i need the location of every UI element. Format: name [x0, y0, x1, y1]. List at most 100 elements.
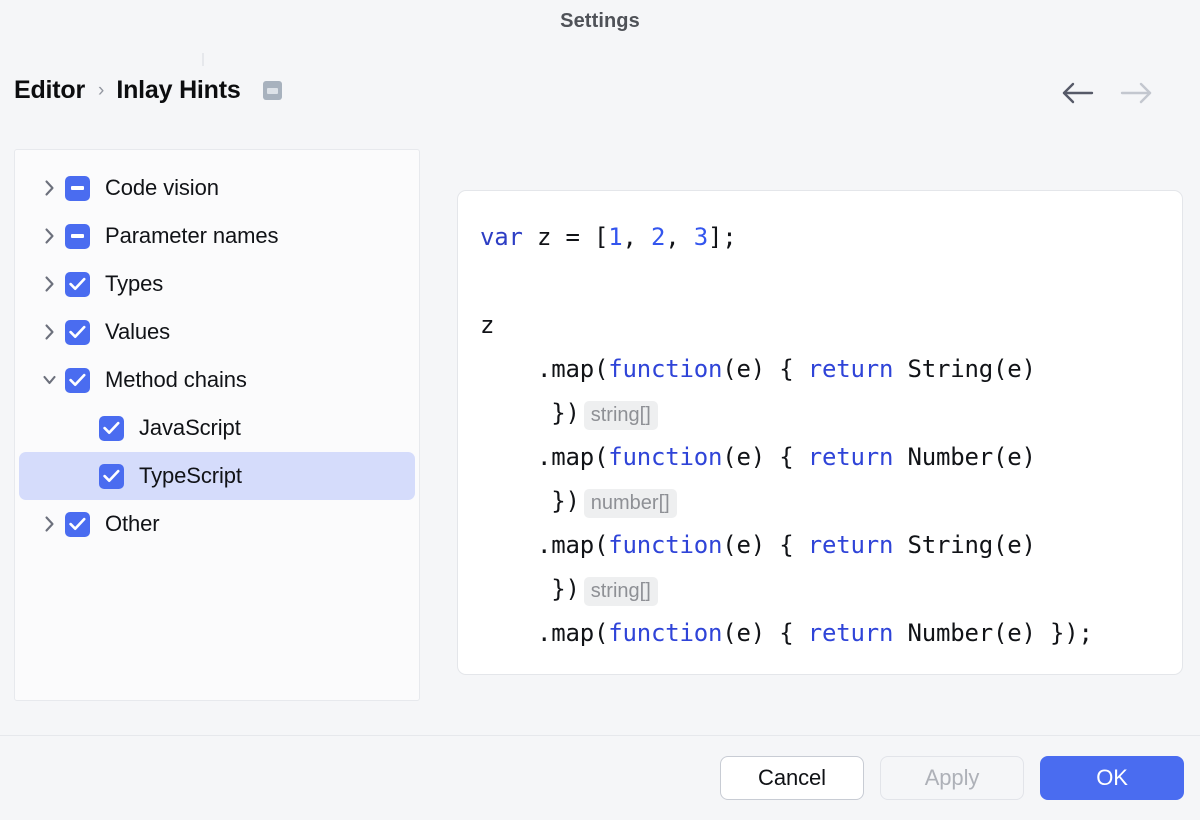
tree-checkbox[interactable]	[99, 415, 124, 441]
code-token: (e) {	[722, 443, 808, 471]
tree-row[interactable]: JavaScript	[19, 404, 415, 452]
chevron-right-icon[interactable]	[37, 226, 61, 246]
code-token: Number(e) });	[893, 619, 1093, 647]
code-token: ,	[622, 223, 651, 251]
dialog-footer: Cancel Apply OK	[0, 736, 1200, 820]
code-token: 1	[608, 223, 623, 251]
code-token: function	[608, 355, 723, 383]
code-token: return	[807, 619, 894, 647]
checkmark-icon	[99, 463, 124, 489]
code-line: z	[480, 303, 1182, 347]
code-preview-panel: var z = [1, 2, 3]; z .map(function(e) { …	[457, 190, 1183, 675]
code-token: z	[480, 311, 495, 339]
tree-row[interactable]: Parameter names	[19, 212, 415, 260]
inlay-hint-badge: string[]	[583, 401, 658, 430]
tree-row-label: Other	[105, 511, 160, 536]
code-token: String(e)	[893, 355, 1036, 383]
code-token: ];	[708, 223, 737, 251]
code-line: .map(function(e) { return String(e)	[480, 347, 1182, 391]
window-icon[interactable]	[262, 81, 282, 100]
apply-button[interactable]: Apply	[880, 756, 1024, 800]
tree-row[interactable]: Types	[19, 260, 415, 308]
ok-button[interactable]: OK	[1040, 756, 1184, 800]
code-token: })	[480, 575, 580, 603]
tree-row[interactable]: TypeScript	[19, 452, 415, 500]
inlay-hint-badge: string[]	[583, 577, 658, 606]
code-token: return	[807, 443, 894, 471]
code-token: .map(	[480, 355, 609, 383]
dash-icon	[65, 223, 90, 249]
tree-row-label: Values	[105, 319, 171, 344]
breadcrumb-separator-icon: ›	[98, 80, 105, 101]
tree-row-label: Parameter names	[105, 223, 279, 248]
code-token: function	[608, 443, 723, 471]
tree-checkbox[interactable]	[65, 175, 90, 201]
chevron-right-icon[interactable]	[37, 274, 61, 294]
code-token: function	[608, 619, 723, 647]
tree-checkbox[interactable]	[65, 271, 90, 297]
chevron-right-icon[interactable]	[37, 514, 61, 534]
checkmark-icon	[99, 415, 124, 441]
code-line: })string[]	[480, 567, 1182, 611]
tree-row-label: Method chains	[105, 367, 247, 392]
code-line: })number[]	[480, 479, 1182, 523]
checkmark-icon	[65, 271, 90, 297]
tree-row[interactable]: Code vision	[19, 164, 415, 212]
code-line: .map(function(e) { return Number(e)	[480, 435, 1182, 479]
code-token: (e) {	[722, 619, 808, 647]
breadcrumb: Editor › Inlay Hints	[14, 76, 282, 105]
code-token: (e) {	[722, 355, 808, 383]
code-token: .map(	[480, 531, 609, 559]
navigation-arrows	[1062, 76, 1152, 110]
cancel-button[interactable]: Cancel	[720, 756, 864, 800]
dash-icon	[65, 175, 90, 201]
tree-row-label: JavaScript	[139, 415, 241, 440]
breadcrumb-leaf: Inlay Hints	[116, 76, 241, 104]
tree-checkbox[interactable]	[65, 223, 90, 249]
code-token: var	[480, 223, 523, 251]
code-token: Number(e)	[893, 443, 1036, 471]
arrow-left-icon[interactable]	[1062, 76, 1096, 110]
tree-row-label: TypeScript	[139, 463, 242, 488]
checkmark-icon	[65, 511, 90, 537]
tree-checkbox[interactable]	[65, 511, 90, 537]
checkmark-icon	[65, 367, 90, 393]
code-token: })	[480, 399, 580, 427]
code-token: })	[480, 487, 580, 515]
code-token: 2	[651, 223, 666, 251]
code-token: return	[807, 355, 894, 383]
code-line	[480, 259, 1182, 303]
code-token: return	[807, 531, 894, 559]
chevron-right-icon[interactable]	[37, 322, 61, 342]
footer-divider	[0, 735, 1200, 736]
code-token: function	[608, 531, 723, 559]
breadcrumb-root[interactable]: Editor	[14, 76, 86, 104]
tree-checkbox[interactable]	[99, 463, 124, 489]
arrow-right-icon[interactable]	[1118, 76, 1152, 110]
code-token: z = [	[522, 223, 609, 251]
tree-checkbox[interactable]	[65, 367, 90, 393]
checkmark-icon	[65, 319, 90, 345]
code-token: ,	[665, 223, 694, 251]
title-tick-mark	[202, 53, 204, 66]
code-token: String(e)	[893, 531, 1036, 559]
code-line: var z = [1, 2, 3];	[480, 215, 1182, 259]
chevron-right-icon[interactable]	[37, 178, 61, 198]
code-token: .map(	[480, 443, 609, 471]
inlay-hint-badge: number[]	[583, 489, 677, 518]
code-token: .map(	[480, 619, 609, 647]
code-line: .map(function(e) { return Number(e) });	[480, 611, 1182, 655]
tree-row[interactable]: Method chains	[19, 356, 415, 404]
code-token: (e) {	[722, 531, 808, 559]
code-token: 3	[693, 223, 708, 251]
tree-row[interactable]: Other	[19, 500, 415, 548]
tree-checkbox[interactable]	[65, 319, 90, 345]
code-line: .map(function(e) { return String(e)	[480, 523, 1182, 567]
page-title: Settings	[560, 10, 640, 32]
tree-row-label: Types	[105, 271, 164, 296]
tree-row[interactable]: Values	[19, 308, 415, 356]
chevron-down-icon[interactable]	[37, 370, 61, 390]
tree-row-label: Code vision	[105, 175, 219, 200]
code-line: })string[]	[480, 391, 1182, 435]
